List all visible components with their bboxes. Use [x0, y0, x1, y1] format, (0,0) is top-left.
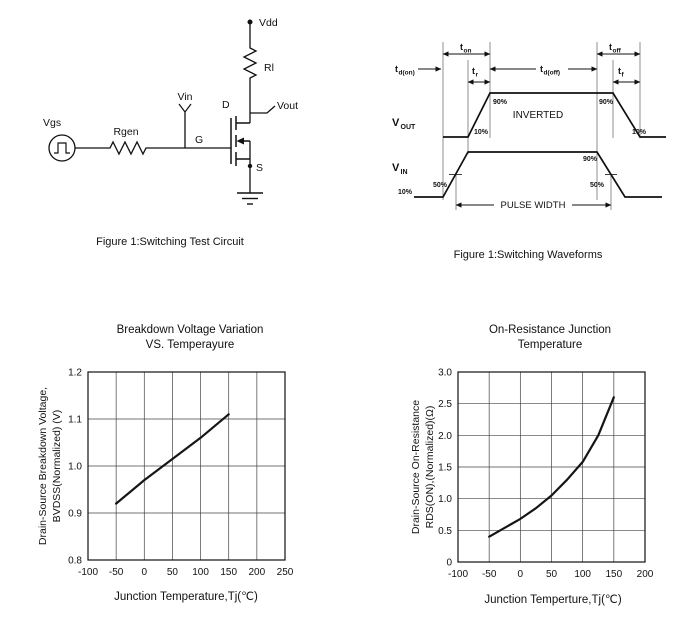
pulse-generator-icon	[48, 134, 76, 162]
y-tick-label: 0	[446, 558, 452, 569]
vin-signal-label: V	[392, 162, 400, 174]
chart2-plot-area: -100 -50 0 50 100 150 200 0 0.5 1.0 1.5 2.0 2.5 3.0	[438, 368, 654, 581]
td-on-sub-label: d(on)	[399, 70, 415, 77]
vout-trace	[443, 92, 666, 138]
chart2-x-axis-label: Junction Temperture,Tj(℃)	[484, 594, 622, 606]
plot-border	[457, 371, 646, 563]
vout-label: Vout	[277, 100, 298, 112]
x-tick-label: 250	[277, 567, 294, 578]
resistor-rl-icon	[242, 46, 258, 82]
x-tick-label: -50	[109, 567, 124, 578]
t-r-sub-label: r	[476, 72, 479, 79]
drain-label: D	[222, 99, 230, 111]
resistor-rgen-icon	[105, 140, 160, 156]
chart1-plot-area: -100 -50 0 50 100 150 200 250 0.8 0.9 1.0 1.1 1.2	[68, 368, 294, 579]
t-on-sub-label: on	[464, 48, 472, 55]
x-tick-label: 200	[249, 567, 266, 578]
t-off-sub-label: off	[613, 48, 622, 55]
circuit-figure-caption: Figure 1:Switching Test Circuit	[96, 236, 244, 248]
vin-50-left-label: 50%	[433, 182, 448, 189]
y-tick-label: 1.0	[68, 462, 82, 473]
vout-signal-sub-label: OUT	[401, 124, 417, 131]
rgen-label: Rgen	[113, 126, 138, 138]
t-f-label: t	[618, 66, 621, 76]
rl-label: Rl	[264, 62, 274, 74]
t-on-label: t	[460, 42, 463, 52]
chart1-title-line1: Breakdown Voltage Variation	[116, 324, 264, 336]
x-tick-label: 150	[220, 567, 237, 578]
t-f-sub-label: f	[622, 72, 625, 79]
series-line	[488, 396, 615, 538]
x-tick-label: -50	[482, 569, 497, 580]
chart2-title-line2: Temperature	[517, 339, 583, 351]
vin-50-right-label: 50%	[590, 182, 605, 189]
y-tick-label: 2.5	[438, 399, 452, 410]
y-tick-label: 3.0	[438, 368, 452, 379]
x-tick-label: 100	[574, 569, 591, 580]
td-off-sub-label: d(off)	[544, 70, 561, 77]
x-tick-label: 50	[167, 567, 179, 578]
vdd-label: Vdd	[259, 17, 278, 29]
plot-border	[87, 371, 286, 561]
x-tick-label: -100	[78, 567, 98, 578]
vout-10-left-label: 10%	[474, 129, 489, 136]
vout-signal-label: V	[392, 117, 400, 129]
chart2-title-line1: On-Resistance Junction	[488, 324, 612, 336]
gate-label: G	[195, 134, 203, 146]
chart2-title: On-Resistance Junction Temperature	[430, 323, 670, 353]
chart1-title-line2: VS. Temperayure	[145, 339, 235, 351]
x-tick-label: -100	[448, 569, 468, 580]
ground-icon	[237, 192, 263, 205]
t-off-label: t	[609, 42, 612, 52]
x-tick-label: 0	[142, 567, 148, 578]
circuit-wires	[75, 22, 276, 193]
mosfet-symbol	[230, 116, 250, 166]
x-tick-label: 100	[192, 567, 209, 578]
vin-arrow-icon	[178, 103, 192, 113]
chart1-title: Breakdown Voltage Variation VS. Temperay…	[70, 323, 310, 353]
timing-arrows	[418, 51, 641, 175]
vout-10-right-label: 10%	[632, 129, 647, 136]
vout-90-left-label: 90%	[493, 99, 508, 106]
chart1-x-axis-label: Junction Temperature,Tj(℃)	[114, 591, 258, 603]
y-tick-label: 0.9	[68, 509, 82, 520]
source-label: S	[256, 162, 263, 174]
y-tick-label: 1.1	[68, 415, 82, 426]
y-tick-label: 0.5	[438, 526, 452, 537]
vin-signal-sub-label: IN	[401, 169, 408, 176]
x-tick-label: 200	[637, 569, 654, 580]
vin-90-right-label: 90%	[583, 156, 598, 163]
inverted-label: INVERTED	[513, 110, 563, 121]
vin-label: Vin	[178, 91, 193, 103]
switching-waveforms-figure: t d(on) t on t r t d(off) t off t f V OU…	[392, 42, 666, 211]
chart2-y-axis-label-line1: Drain-Source On-Resistance	[410, 399, 422, 535]
vgs-label: Vgs	[43, 117, 61, 129]
x-tick-label: 150	[605, 569, 622, 580]
chart1-y-axis-label-line1: Drain-Source Breakdown Voltage,	[37, 386, 49, 546]
x-tick-label: 0	[518, 569, 524, 580]
waveforms-figure-caption: Figure 1:Switching Waveforms	[453, 249, 603, 261]
y-tick-label: 1.2	[68, 368, 82, 379]
y-tick-label: 1.5	[438, 463, 452, 474]
series-line	[115, 413, 230, 505]
x-tick-label: 50	[546, 569, 558, 580]
switching-test-circuit-figure: Vgs Rgen Vin Rl Vdd Vout	[43, 17, 298, 205]
vin-trace	[414, 151, 662, 198]
y-tick-label: 1.0	[438, 494, 452, 505]
t-r-label: t	[472, 66, 475, 76]
vin-10-left-label: 10%	[398, 189, 413, 196]
pulse-width-label: PULSE WIDTH	[501, 200, 566, 211]
y-tick-label: 2.0	[438, 431, 452, 442]
vout-90-right-label: 90%	[599, 99, 614, 106]
td-off-label: t	[540, 64, 543, 74]
vdd-node-dot	[247, 19, 253, 25]
td-on-label: t	[395, 64, 398, 74]
y-tick-label: 0.8	[68, 556, 82, 567]
source-node-dot	[247, 163, 253, 169]
